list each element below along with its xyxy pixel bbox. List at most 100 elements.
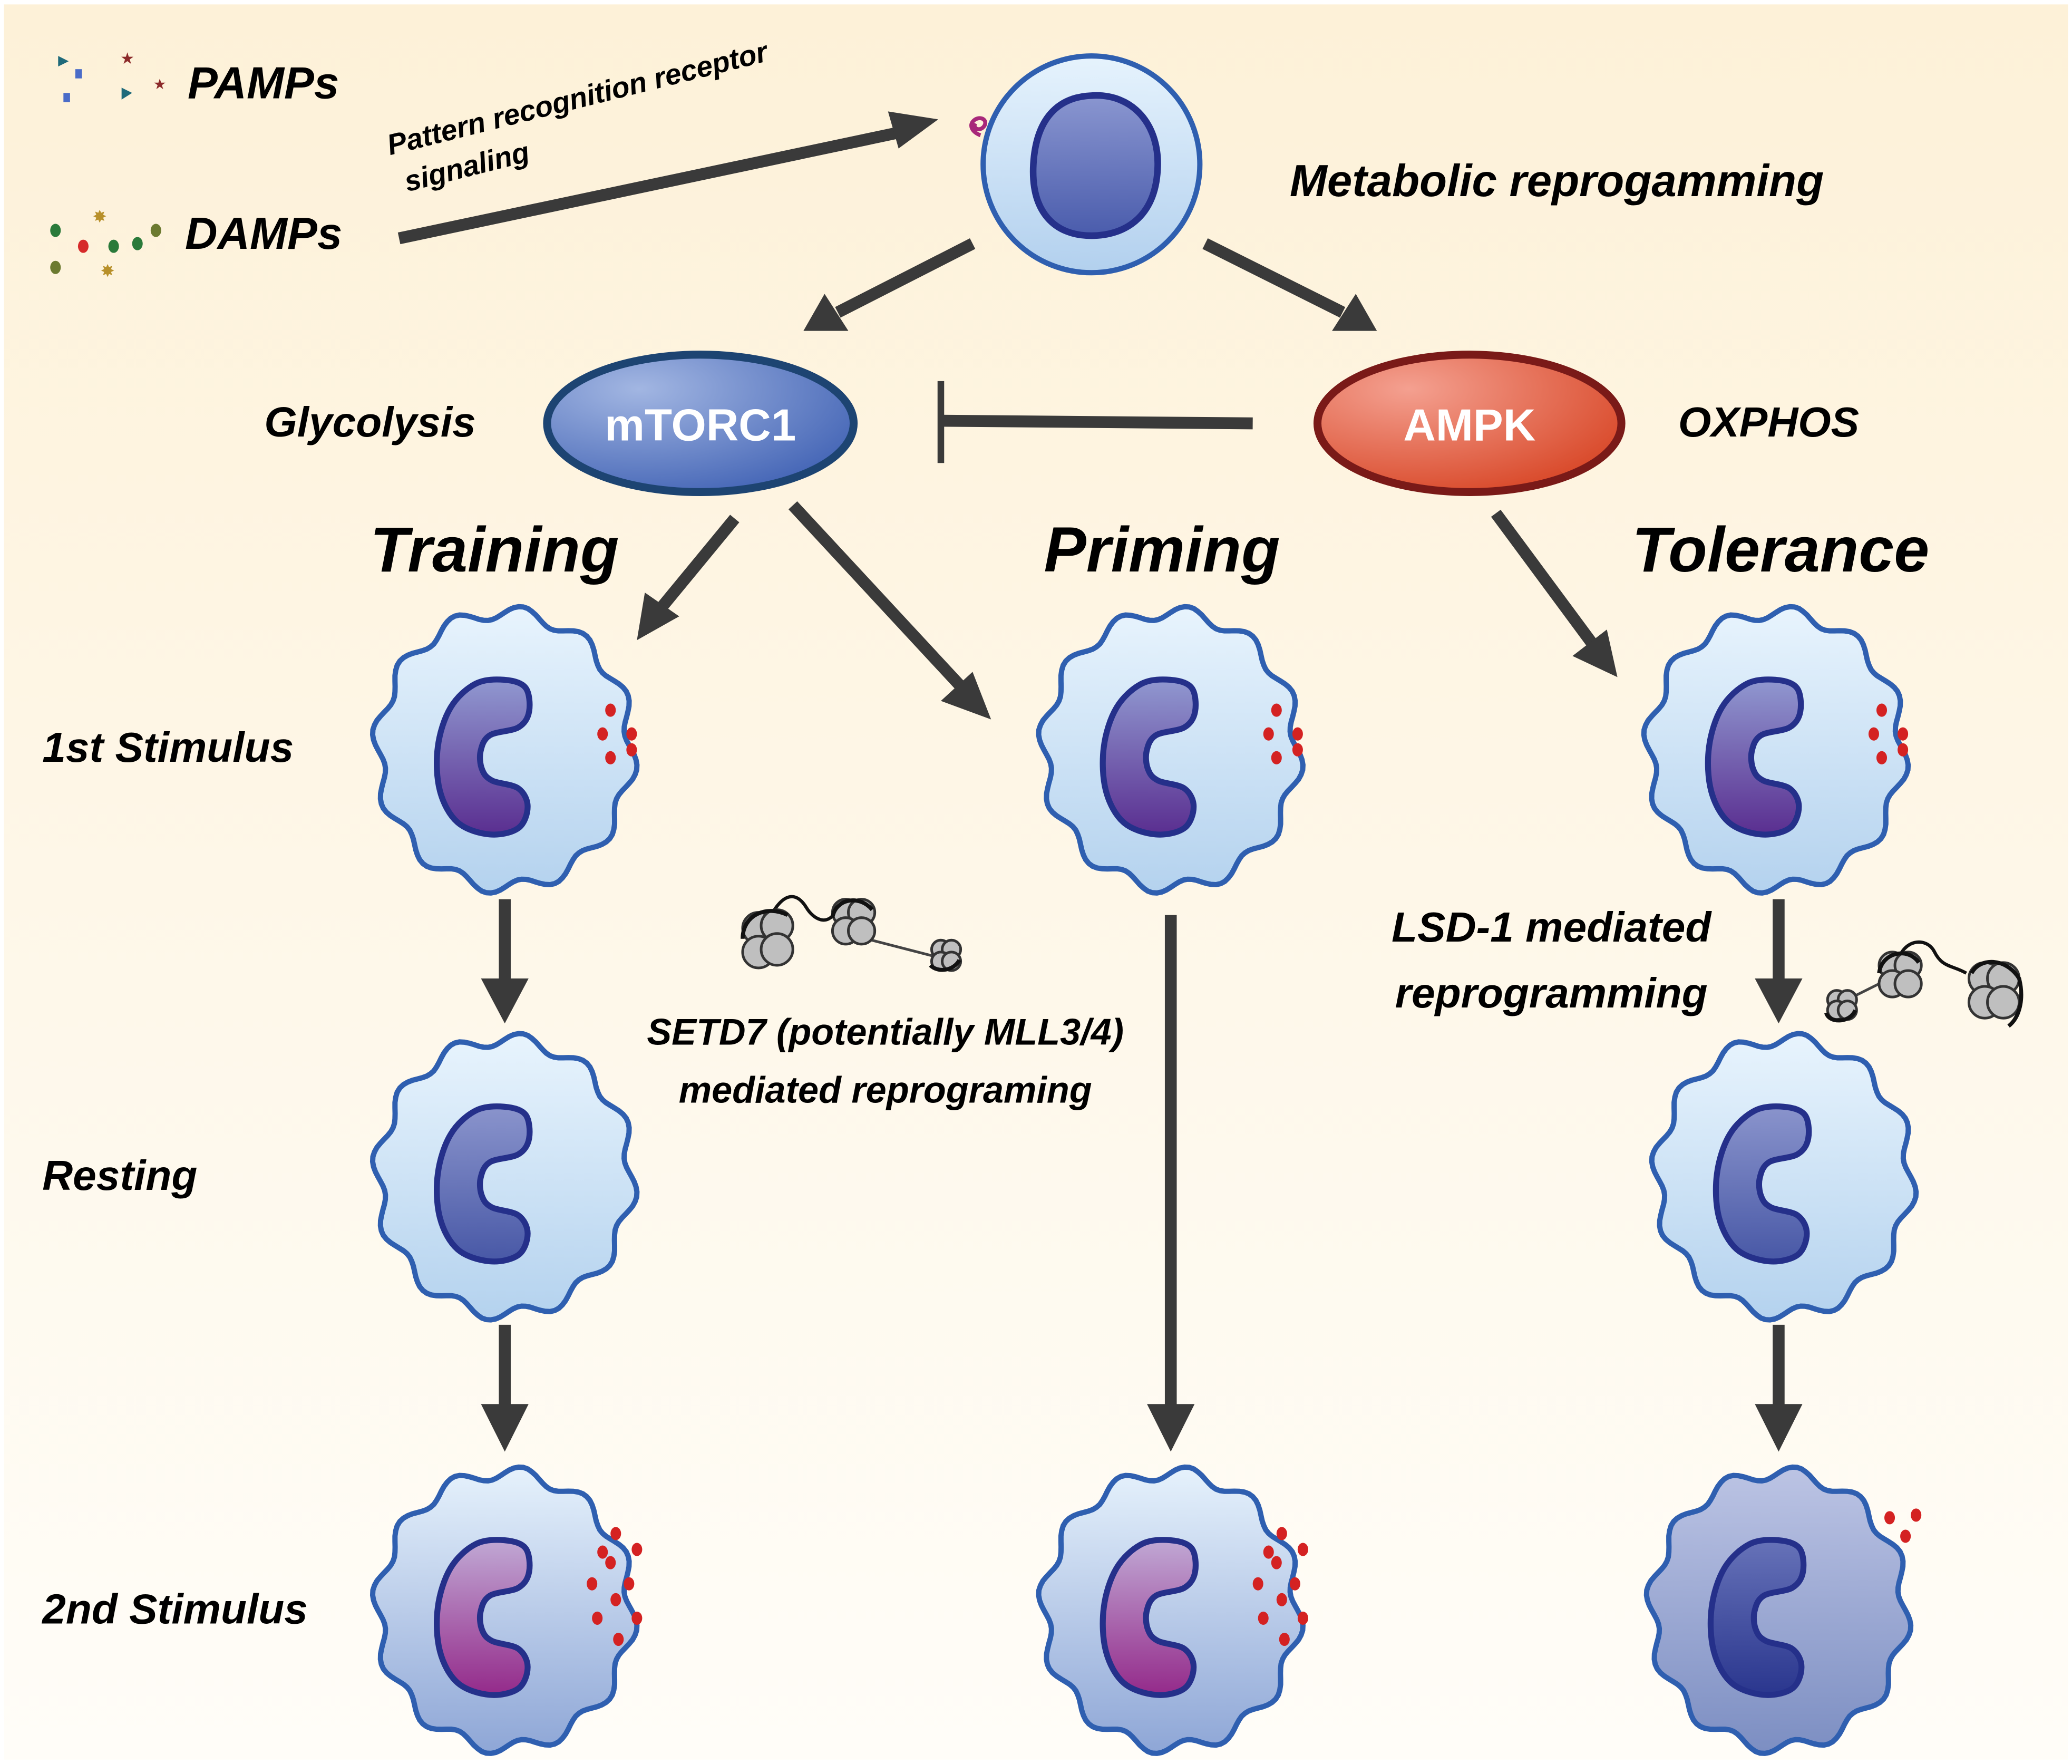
cytokine-dot: [1900, 1529, 1911, 1543]
cytokine-dot: [587, 1577, 598, 1591]
svg-text:✸: ✸: [92, 207, 106, 227]
ampk-node: AMPK: [1313, 351, 1626, 496]
cytokine-dot: [605, 1556, 616, 1569]
lsd1-annotation-line1: LSD-1 mediated: [1392, 903, 1712, 951]
cytokine-dot: [605, 703, 616, 717]
cytokine-dot: [1263, 727, 1274, 741]
cell-nucleus: [434, 1537, 533, 1698]
cytokine-dot: [1258, 1611, 1269, 1625]
ampk-inhibits-mtorc1: [937, 381, 1253, 463]
first-stimulus-cell-training: [369, 604, 640, 896]
cytokine-dot: [605, 751, 616, 764]
second-stimulus-cell-priming: [1036, 1464, 1308, 1756]
row-label-resting: Resting: [42, 1151, 197, 1199]
first-stimulus-cell-priming: [1036, 604, 1306, 896]
cell-nucleus: [1707, 1537, 1807, 1698]
cytokine-dot: [1868, 727, 1879, 741]
metabolic-reprogramming-label: Metabolic reprogamming: [1290, 156, 1824, 206]
resting-cell-tolerance: [1649, 1031, 1919, 1323]
background-panel: [4, 4, 2068, 1760]
cytokine-dot: [1271, 751, 1282, 764]
cell-nucleus: [1100, 676, 1199, 838]
cell-membrane: [369, 1031, 640, 1323]
arrow-training-first-to-resting: [481, 899, 529, 1024]
cytokine-dot: [592, 1611, 603, 1625]
cytokine-dot: [1279, 1632, 1290, 1646]
cytokine-dot: [1898, 743, 1909, 757]
cytokine-dot: [1289, 1577, 1300, 1591]
cell-membrane: [1643, 1464, 1914, 1756]
pamps-label: PAMPs: [188, 58, 339, 108]
cytokine-dot: [631, 1543, 643, 1556]
cytokine-dot: [1292, 743, 1303, 757]
cytokine-dot: [1876, 751, 1888, 764]
svg-text:✸: ✸: [101, 261, 115, 281]
arrow-mtorc1-to-priming: [788, 501, 991, 720]
column-title-priming: Priming: [1044, 515, 1280, 585]
arrow-to-ampk: [1202, 238, 1377, 331]
svg-text:★: ★: [120, 50, 134, 68]
cytokine-dot: [597, 1545, 608, 1559]
setd7-annotation-line2: mediated reprograming: [679, 1069, 1092, 1111]
svg-text:★: ★: [153, 75, 167, 93]
cytokine-dot: [1276, 1593, 1287, 1606]
arrow-training-resting-to-second: [481, 1324, 529, 1452]
cell-membrane: [1649, 1031, 1919, 1323]
arrow-tolerance-first-to-resting: [1755, 899, 1803, 1024]
cytokine-dot: [1276, 1527, 1287, 1540]
cytokine-dot: [1292, 727, 1303, 741]
cytokine-dot: [610, 1527, 621, 1540]
cytokine-dot: [1271, 703, 1282, 717]
second-stimulus-cell-tolerance: [1643, 1464, 1922, 1756]
second-stimulus-cell-training: [369, 1464, 643, 1756]
cytokine-dot: [597, 727, 608, 741]
cell-membrane: [369, 1464, 640, 1756]
arrow-ampk-to-tolerance: [1491, 509, 1618, 677]
cytokine-dot: [626, 743, 637, 757]
column-title-training: Training: [370, 515, 619, 585]
cell-membrane: [1036, 1464, 1306, 1756]
cytokine-dot: [1271, 1556, 1282, 1569]
cytokine-dot: [610, 1593, 621, 1606]
cytokine-dot: [1898, 727, 1909, 741]
cytokine-dot: [626, 727, 637, 741]
damps-icon: ✸ ✸: [50, 207, 161, 281]
cytokine-dot: [1297, 1611, 1308, 1625]
cell-membrane: [369, 604, 640, 896]
cytokine-dot: [1252, 1577, 1263, 1591]
arrow-tolerance-resting-to-second: [1755, 1324, 1803, 1452]
cell-nucleus: [1705, 676, 1804, 838]
cytokine-dot: [624, 1577, 635, 1591]
chromatin-icon-lsd1: [1824, 940, 2024, 1028]
cytokine-dot: [1876, 703, 1888, 717]
cytokine-dot: [1911, 1508, 1922, 1522]
cell-nucleus: [434, 1103, 533, 1265]
prr-signaling-arrow: [397, 111, 938, 245]
cytokine-dot: [631, 1611, 643, 1625]
cytokine-dot: [1884, 1511, 1895, 1525]
cytokine-dot: [613, 1632, 624, 1646]
setd7-annotation-line1: SETD7 (potentially MLL3/4): [647, 1011, 1124, 1052]
arrow-priming-first-to-second: [1147, 915, 1195, 1452]
cell-nucleus: [434, 676, 533, 838]
cytokine-dot: [1297, 1543, 1308, 1556]
chromatin-icon-setd7: [741, 895, 962, 972]
first-stimulus-cell-tolerance: [1641, 604, 1911, 896]
cell-nucleus: [1100, 1537, 1199, 1698]
naive-cell: [969, 53, 1203, 276]
arrow-to-mtorc1: [803, 238, 976, 331]
pamps-icon: ★ ★: [58, 50, 167, 102]
receptor-icon: [969, 116, 987, 138]
cell-membrane: [1641, 604, 1911, 896]
mtorc1-node: mTORC1: [543, 351, 858, 496]
resting-cell-training: [369, 1031, 640, 1323]
cell-nucleus: [1713, 1103, 1812, 1265]
ampk-label: AMPK: [1403, 401, 1535, 451]
damps-label: DAMPs: [185, 209, 342, 259]
row-label-first-stimulus: 1st Stimulus: [42, 723, 294, 771]
arrow-mtorc1-to-training: [637, 515, 740, 641]
lsd1-annotation-line2: reprogramming: [1395, 969, 1708, 1016]
cytokine-dot: [1263, 1545, 1274, 1559]
